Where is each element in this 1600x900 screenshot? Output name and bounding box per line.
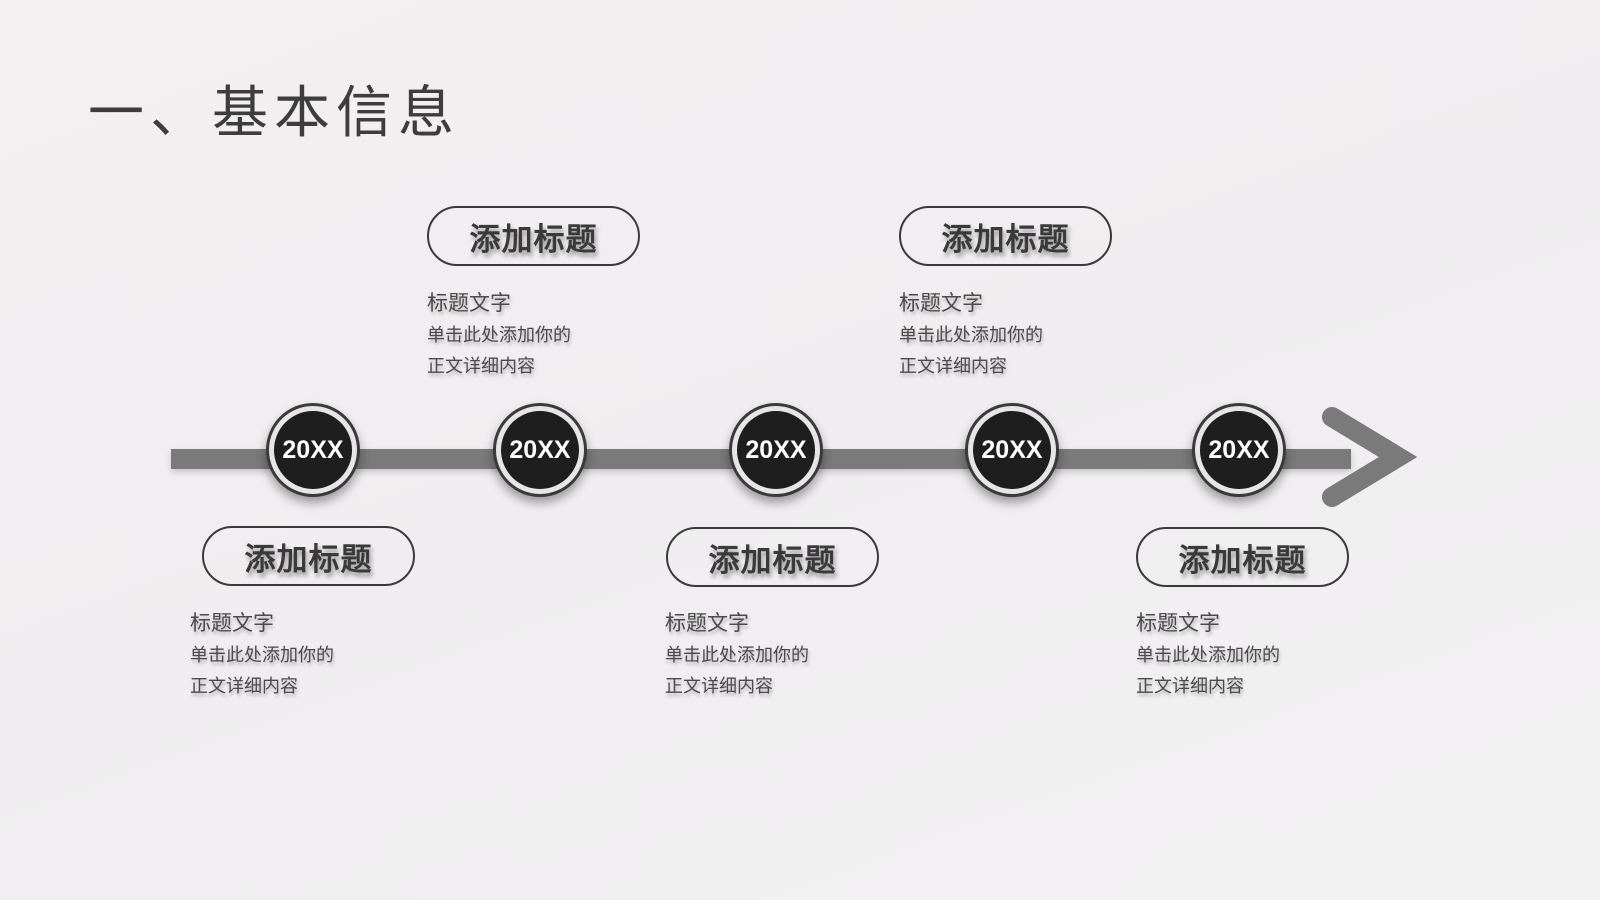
card-body-line: 单击此处添加你的	[1136, 645, 1280, 666]
card-description-1: 标题文字 单击此处添加你的 正文详细内容	[190, 606, 410, 702]
timeline-node-1[interactable]: 20XX	[266, 403, 360, 497]
card-body-line: 正文详细内容	[1136, 676, 1244, 697]
node-year-label: 20XX	[973, 411, 1051, 489]
card-subtitle: 标题文字	[899, 291, 983, 315]
arrow-right-icon	[1322, 407, 1418, 507]
card-title-pill-1[interactable]: 添加标题	[202, 526, 415, 586]
timeline-node-2[interactable]: 20XX	[493, 403, 587, 497]
card-body-line: 正文详细内容	[427, 356, 535, 377]
card-title-pill-2[interactable]: 添加标题	[427, 206, 640, 266]
card-body-line: 单击此处添加你的	[190, 645, 334, 666]
card-body-line: 正文详细内容	[190, 676, 298, 697]
card-body-line: 正文详细内容	[665, 676, 773, 697]
timeline-node-5[interactable]: 20XX	[1192, 403, 1286, 497]
card-description-2: 标题文字 单击此处添加你的 正文详细内容	[427, 286, 647, 382]
card-description-4: 标题文字 单击此处添加你的 正文详细内容	[899, 286, 1119, 382]
node-year-label: 20XX	[274, 411, 352, 489]
node-year-label: 20XX	[501, 411, 579, 489]
card-subtitle: 标题文字	[665, 611, 749, 635]
card-description-3: 标题文字 单击此处添加你的 正文详细内容	[665, 606, 885, 702]
card-title-pill-5[interactable]: 添加标题	[1136, 527, 1349, 587]
node-year-label: 20XX	[1200, 411, 1278, 489]
card-body-line: 单击此处添加你的	[665, 645, 809, 666]
slide-title: 一、基本信息	[88, 81, 460, 146]
card-title-pill-3[interactable]: 添加标题	[666, 527, 879, 587]
card-description-5: 标题文字 单击此处添加你的 正文详细内容	[1136, 606, 1356, 702]
timeline-node-3[interactable]: 20XX	[729, 403, 823, 497]
card-title-pill-4[interactable]: 添加标题	[899, 206, 1112, 266]
card-subtitle: 标题文字	[1136, 611, 1220, 635]
card-subtitle: 标题文字	[427, 291, 511, 315]
card-body-line: 单击此处添加你的	[427, 325, 571, 346]
card-body-line: 单击此处添加你的	[899, 325, 1043, 346]
card-subtitle: 标题文字	[190, 611, 274, 635]
timeline-node-4[interactable]: 20XX	[965, 403, 1059, 497]
card-body-line: 正文详细内容	[899, 356, 1007, 377]
node-year-label: 20XX	[737, 411, 815, 489]
